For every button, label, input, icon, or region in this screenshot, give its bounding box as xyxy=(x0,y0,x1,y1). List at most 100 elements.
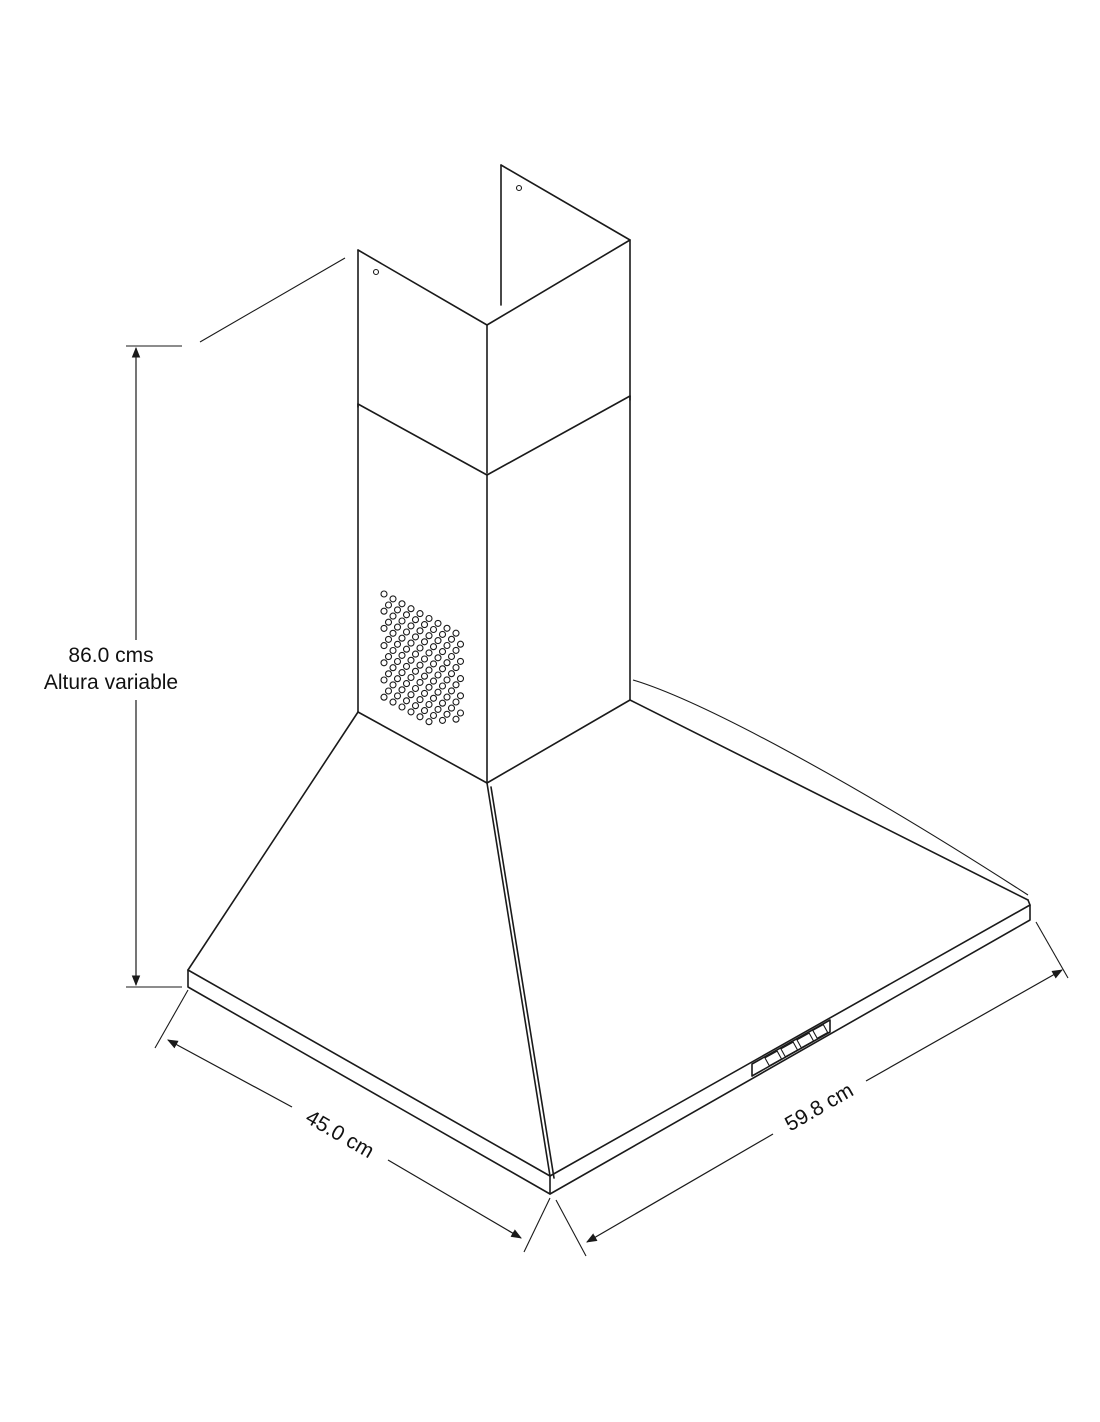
width-value-label: 59.8 cm xyxy=(781,1079,857,1136)
vent-hole xyxy=(456,675,465,683)
vent-hole xyxy=(443,659,451,667)
dimension-line xyxy=(586,1133,774,1243)
vent-hole xyxy=(389,595,397,603)
vent-hole xyxy=(438,699,447,707)
depth-dimension: 45.0 cm xyxy=(154,989,551,1253)
vent-hole xyxy=(434,705,442,713)
vent-hole xyxy=(402,628,411,636)
vent-hole xyxy=(407,708,415,716)
vent-hole xyxy=(443,624,451,632)
dimension-line xyxy=(167,1039,293,1108)
control-button xyxy=(780,1041,799,1058)
vent-hole xyxy=(402,697,411,705)
vent-hole xyxy=(429,660,438,668)
vent-hole xyxy=(384,670,393,678)
vent-hole xyxy=(411,616,420,624)
vent-hole xyxy=(443,693,451,701)
height-note-label: Altura variable xyxy=(44,671,178,694)
extension-line xyxy=(1035,921,1069,979)
vent-hole xyxy=(389,629,397,637)
lower-chimney xyxy=(357,395,631,784)
vent-hole xyxy=(447,670,456,678)
vent-hole xyxy=(393,657,402,666)
vent-hole xyxy=(416,678,424,686)
vent-hole xyxy=(411,633,420,641)
vent-hole xyxy=(389,612,397,620)
vent-hole xyxy=(420,707,429,715)
dimension-line xyxy=(865,969,1063,1082)
screw-hole-right xyxy=(515,184,523,192)
vent-hole xyxy=(407,691,415,699)
vent-hole xyxy=(429,694,438,702)
vent-hole xyxy=(407,656,415,664)
vent-hole xyxy=(380,693,388,701)
vent-hole xyxy=(447,687,456,695)
width-dimension: 59.8 cm xyxy=(555,921,1069,1257)
vent-hole xyxy=(384,687,393,695)
vent-hole xyxy=(429,677,438,685)
vent-hole xyxy=(438,716,447,724)
vent-hole xyxy=(398,600,406,608)
extension-line xyxy=(154,989,189,1049)
vent-hole xyxy=(443,710,451,718)
vent-hole xyxy=(456,709,465,717)
vent-hole xyxy=(411,684,420,693)
vent-hole xyxy=(384,653,393,661)
vent-hole xyxy=(407,622,415,630)
vent-hole xyxy=(380,676,388,684)
vent-hole xyxy=(438,648,447,656)
vent-hole xyxy=(384,635,393,643)
vent-hole xyxy=(398,669,406,677)
vent-hole xyxy=(434,637,442,645)
vent-hole xyxy=(380,642,388,650)
vent-hole xyxy=(402,645,411,653)
upper-chimney xyxy=(357,164,631,474)
vent-hole xyxy=(398,617,406,625)
vent-hole xyxy=(443,676,451,684)
vent-perforations xyxy=(380,590,465,726)
vent-hole xyxy=(438,630,447,638)
vent-hole xyxy=(380,624,388,632)
vent-hole xyxy=(420,689,429,697)
vent-hole xyxy=(425,649,433,657)
vent-hole xyxy=(398,651,406,659)
control-button xyxy=(796,1032,815,1049)
vent-hole xyxy=(398,703,406,711)
vent-hole xyxy=(420,638,429,646)
vent-hole xyxy=(389,664,397,672)
vent-hole xyxy=(434,654,442,662)
vent-hole xyxy=(384,601,393,609)
vent-hole xyxy=(393,640,402,648)
vent-hole xyxy=(402,662,411,670)
hood-canopy xyxy=(187,679,1031,1195)
vent-hole xyxy=(434,671,442,679)
extension-line xyxy=(199,257,346,343)
vent-hole xyxy=(380,659,388,667)
vent-hole xyxy=(452,629,460,637)
vent-hole xyxy=(452,715,460,723)
vent-hole xyxy=(447,635,456,643)
vent-hole xyxy=(429,625,438,634)
screw-hole-left xyxy=(372,268,380,276)
vent-hole xyxy=(416,627,424,635)
vent-hole xyxy=(411,702,420,710)
vent-hole xyxy=(456,692,465,700)
vent-hole xyxy=(416,661,424,669)
vent-hole xyxy=(411,667,420,675)
vent-hole xyxy=(402,611,411,619)
vent-hole xyxy=(398,634,406,642)
depth-value-label: 45.0 cm xyxy=(302,1106,378,1163)
control-button xyxy=(764,1050,783,1067)
vent-hole xyxy=(389,698,397,706)
vent-hole xyxy=(447,652,456,661)
vent-hole xyxy=(416,610,424,618)
vent-hole xyxy=(393,675,402,683)
vent-hole xyxy=(452,681,460,689)
extension-line xyxy=(523,1197,551,1253)
vent-hole xyxy=(416,713,424,721)
height-value-label: 86.0 cms xyxy=(68,644,153,667)
vent-hole xyxy=(416,644,424,652)
vent-hole xyxy=(443,641,451,650)
vent-hole xyxy=(429,643,438,651)
